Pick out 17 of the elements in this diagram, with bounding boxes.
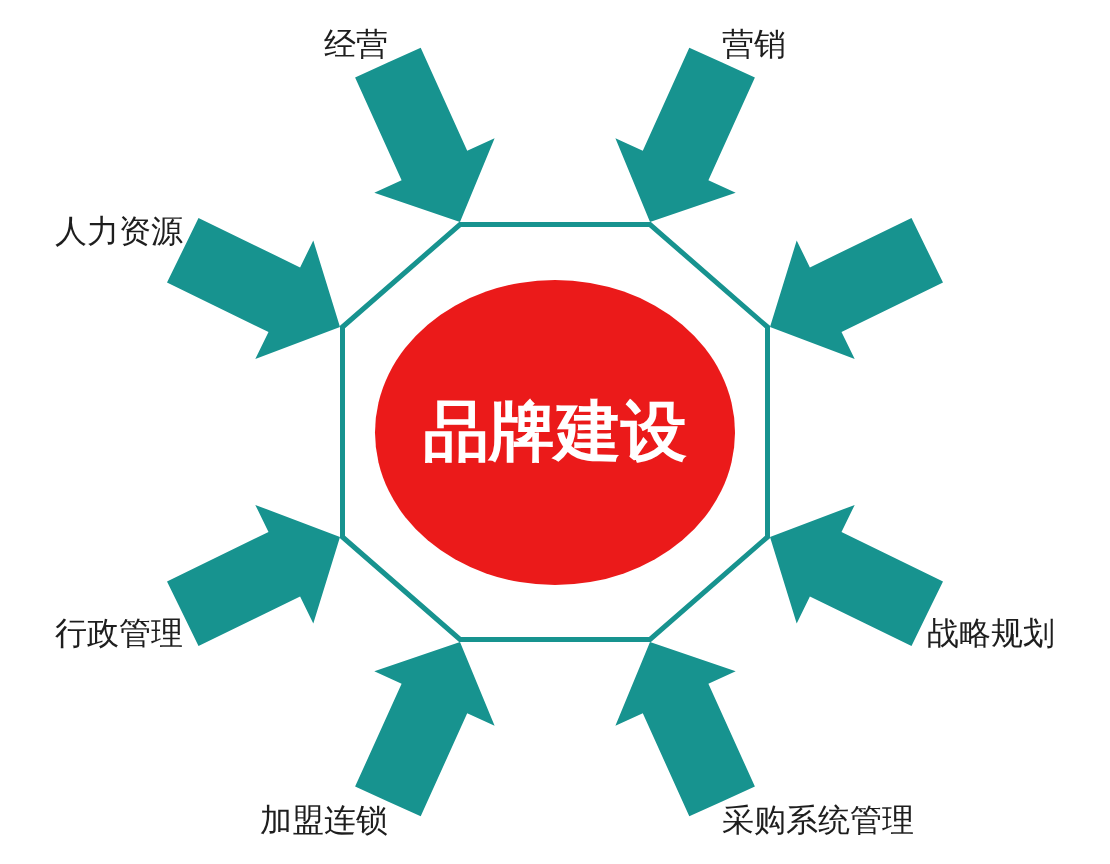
block-arrow (615, 47, 755, 222)
block-arrow (355, 47, 495, 222)
block-arrow (167, 217, 340, 360)
block-arrow (615, 642, 755, 817)
block-arrow (770, 504, 943, 647)
arrow-label: 人力资源 (54, 212, 183, 251)
arrow-label: 营销 (722, 24, 787, 63)
block-arrow (355, 642, 495, 817)
arrow-label: 经营 (323, 24, 388, 63)
arrow-label: 加盟连锁 (259, 801, 388, 840)
arrow-label: 行政管理 (54, 613, 183, 652)
arrow-label: 战略规划 (927, 613, 1056, 652)
arrow-label: 采购系统管理 (722, 801, 915, 840)
octagon-frame (340, 222, 770, 642)
block-arrow (167, 504, 340, 647)
block-arrow (770, 217, 943, 360)
center-circle: 品牌建设 (375, 279, 735, 585)
